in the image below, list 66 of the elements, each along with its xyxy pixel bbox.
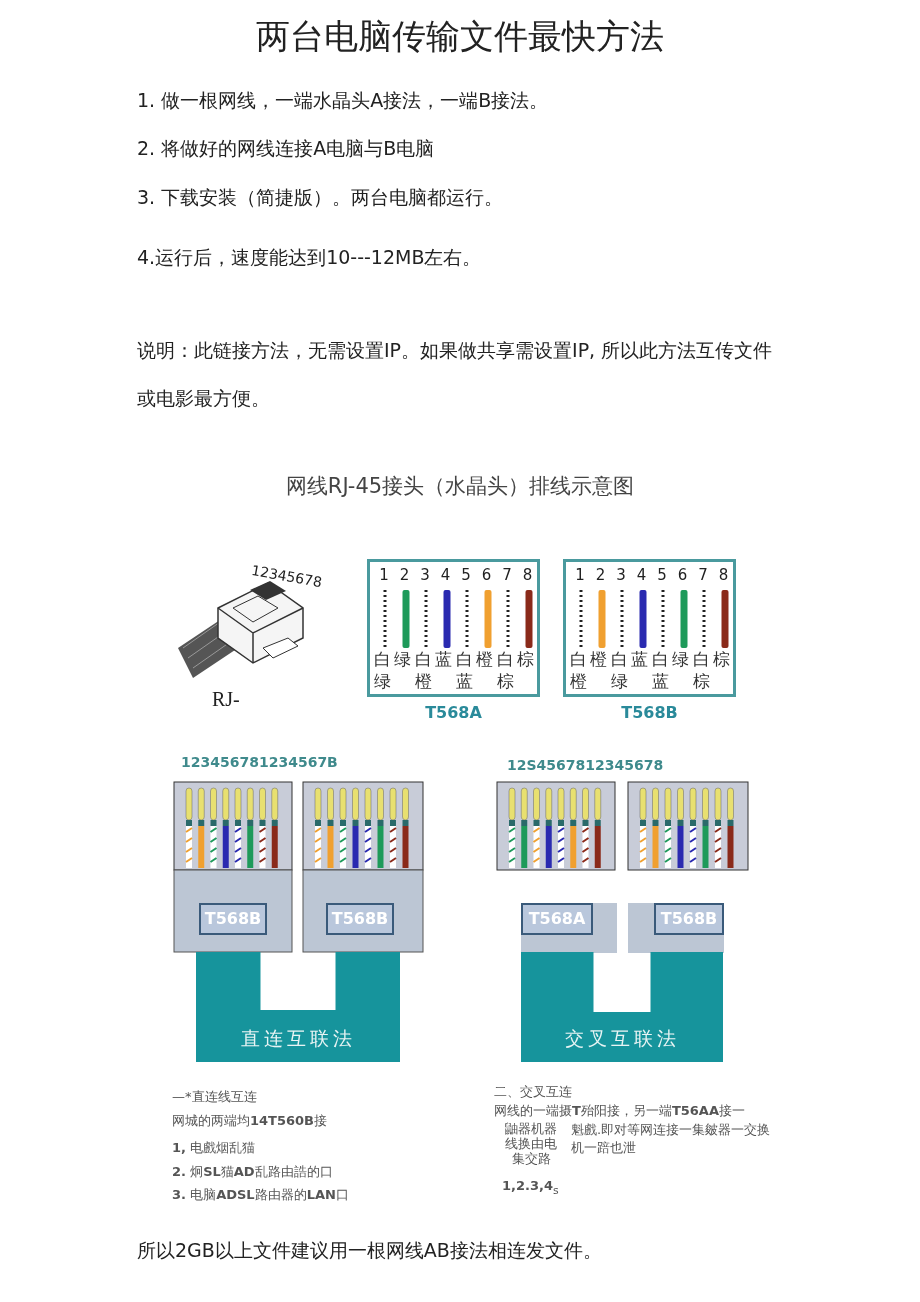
pin-number: 7 [501, 566, 513, 584]
wire-color-label: 棕 [516, 648, 535, 670]
wire-color-label: 橙 [589, 648, 608, 670]
pin-number: 1 [574, 566, 586, 584]
wire-color-label: 橙 [475, 648, 494, 670]
wire-color-label: 绿 [671, 648, 690, 670]
wire-color-label: 白橙 [568, 648, 588, 692]
body-text: 鼬器机器线换由电集交路 [504, 1121, 558, 1166]
wire-color-label: 绿 [393, 648, 412, 670]
wire-color-label: 白绿 [372, 648, 392, 692]
pin-number: 3 [615, 566, 627, 584]
step-text: 4.运行后，速度能达到10---12MB左右。 [137, 245, 483, 270]
standard-badge: T568A [521, 903, 593, 935]
plug-caption: RJ- [212, 688, 241, 711]
step-text: 2. 将做好的网线连接A电脑与B电脑 [137, 136, 436, 161]
list-item: 1,2.3,4$_{s}$ [502, 1178, 560, 1197]
pin-numbers: 12S4567812345678 [507, 757, 665, 773]
pin-number: 7 [697, 566, 709, 584]
standard-label: T568A [424, 703, 483, 722]
section-heading: 二、交叉互连 [494, 1083, 573, 1101]
wire-color-label: 白橙 [413, 648, 433, 692]
pin-number: 4 [635, 566, 648, 584]
note-text: 说明：此链接方法，无需设置IP。如果做共享需设置IP, 所以此方法互传文件或电影最方便。 [137, 338, 774, 411]
body-text: 网线的一端摄T殆阳接，另一端T56AA接一 [494, 1102, 746, 1120]
wire-color-label: 蓝 [630, 648, 649, 670]
body-text: 网城的两端均14T560B接 [172, 1112, 328, 1130]
wire-color-label: 白棕 [495, 648, 515, 692]
pin-number: 2 [398, 566, 411, 584]
conclusion-text: 所以2GB以上文件建议用一根网线AB接法相连发文件。 [137, 1238, 603, 1263]
wire-color-label: 白蓝 [650, 648, 670, 692]
standard-label: T568B [620, 703, 679, 722]
wire-color-label: 白绿 [609, 648, 629, 692]
pin-number: 1 [378, 566, 390, 584]
cable-band [521, 952, 723, 1062]
wire-color-label: 白棕 [691, 648, 711, 692]
pin-number: 6 [480, 566, 493, 584]
pin-number: 3 [419, 566, 431, 584]
cable-band [196, 952, 400, 1062]
list-item: 1, 电戲烟乱猫 [172, 1139, 257, 1157]
section-heading: —*直连线互连 [172, 1088, 258, 1106]
pin-number: 5 [460, 566, 472, 584]
step-text: 3. 下载安装（简捷版）。两台电脑都运行。 [137, 185, 505, 210]
title: 两台电脑传输文件最快方法 [255, 15, 665, 58]
standard-badge: T568B [199, 903, 267, 935]
wire-color-label: 蓝 [434, 648, 453, 670]
band-text: 直连互联法 [239, 1026, 357, 1051]
wire-color-label: 棕 [712, 648, 731, 670]
list-item: 3. 电脑ADSL路由器的LAN口 [172, 1186, 350, 1204]
pin-number: 4 [439, 566, 452, 584]
figure-title: 网线RJ-45接头（水晶头）排线示意图 [284, 473, 636, 500]
wiring-chart [563, 559, 736, 697]
step-text: 1. 做一根网线，一端水晶头A接法，一端B接法。 [137, 88, 550, 113]
body-text: 魁戲.即对等网连接一集皴器一交换机一踣也泄 [571, 1121, 771, 1157]
pin-number: 8 [717, 566, 730, 584]
wire-color-label: 白蓝 [454, 648, 474, 692]
pin-number: 5 [656, 566, 668, 584]
standard-badge: T568B [326, 903, 394, 935]
wiring-chart [367, 559, 540, 697]
band-text: 交叉互联法 [563, 1026, 681, 1051]
list-item: 2. 炯SL猫AD乱路由誥的口 [172, 1163, 334, 1181]
pin-numbers: 123456781234567B [181, 754, 339, 770]
pin-numbers: 12345678 [250, 562, 325, 592]
pin-number: 6 [676, 566, 689, 584]
standard-badge: T568B [654, 903, 724, 935]
pin-number: 8 [521, 566, 534, 584]
pin-number: 2 [594, 566, 607, 584]
